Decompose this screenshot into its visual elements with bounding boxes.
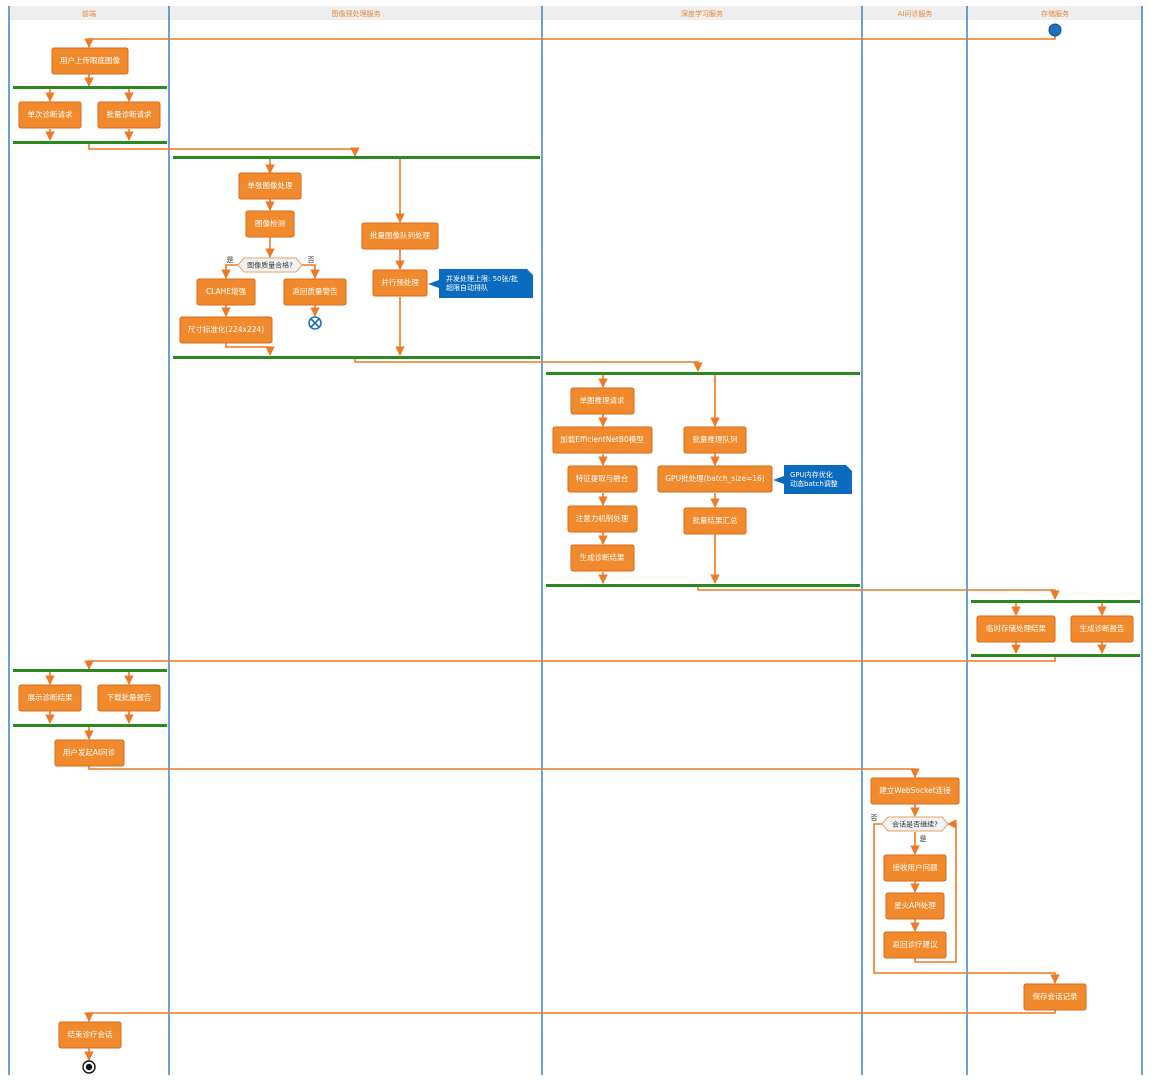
activity-resize[interactable]: 尺寸标准化(224x224) xyxy=(179,316,273,344)
svg-text:用户发起AI问诊: 用户发起AI问诊 xyxy=(63,747,116,757)
svg-text:会话是否继续?: 会话是否继续? xyxy=(892,820,938,829)
branch-label-no: 否 xyxy=(871,814,878,822)
activity-temp-store[interactable]: 临时存储处理结果 xyxy=(976,615,1056,643)
svg-text:批量推理队列: 批量推理队列 xyxy=(693,434,738,444)
decision-continue[interactable]: 会话是否继续? xyxy=(881,816,949,832)
activity-gen-result[interactable]: 生成诊断结果 xyxy=(570,544,635,572)
join-bar xyxy=(173,356,540,359)
svg-text:动态batch调整: 动态batch调整 xyxy=(790,479,838,488)
activity-gen-report[interactable]: 生成诊断报告 xyxy=(1070,615,1134,643)
lane-title-ai: AI问诊服务 xyxy=(898,9,933,18)
svg-text:GPU内存优化: GPU内存优化 xyxy=(790,470,833,479)
svg-text:结束诊疗会话: 结束诊疗会话 xyxy=(68,1029,113,1039)
activity-return-advice[interactable]: 返回诊疗建议 xyxy=(883,931,947,959)
activity-quality-warning[interactable]: 返回质量警告 xyxy=(283,278,347,306)
activity-parallel[interactable]: 并行预处理 xyxy=(372,269,428,297)
svg-text:生成诊断结果: 生成诊断结果 xyxy=(580,552,625,562)
svg-text:返回诊疗建议: 返回诊疗建议 xyxy=(893,939,938,949)
svg-text:接收用户问题: 接收用户问题 xyxy=(893,862,938,872)
fork-bar xyxy=(13,86,167,89)
branch-label-yes: 是 xyxy=(227,256,234,264)
flow-final-icon xyxy=(308,316,322,330)
end-node xyxy=(82,1060,96,1074)
activity-batch-request[interactable]: 批量诊断请求 xyxy=(97,101,161,129)
activity-clahe[interactable]: CLAHE增强 xyxy=(196,278,256,306)
activity-batch-infer-queue[interactable]: 批量推理队列 xyxy=(683,426,747,454)
svg-text:并发处理上限: 50张/批: 并发处理上限: 50张/批 xyxy=(446,274,518,283)
activity-single-request[interactable]: 单次诊断请求 xyxy=(18,101,82,129)
join-bar xyxy=(971,654,1140,657)
lane-title-preprocess: 图像预处理服务 xyxy=(332,9,381,18)
svg-text:CLAHE增强: CLAHE增强 xyxy=(206,286,247,296)
activity-batch-summary[interactable]: 批量结果汇总 xyxy=(683,507,747,535)
join-bar xyxy=(546,584,860,587)
activity-single-image[interactable]: 单张图像处理 xyxy=(238,172,302,200)
svg-text:临时存储处理结果: 临时存储处理结果 xyxy=(986,623,1046,633)
start-node xyxy=(1048,23,1062,37)
svg-text:保存会话记录: 保存会话记录 xyxy=(1033,991,1078,1001)
fork-bar xyxy=(971,600,1140,603)
activity-load-model[interactable]: 加载EfficientNetB0模型 xyxy=(552,426,653,454)
svg-text:返回质量警告: 返回质量警告 xyxy=(293,286,338,296)
activity-start-ai[interactable]: 用户发起AI问诊 xyxy=(54,739,125,767)
activity-gpu-batch[interactable]: GPU批处理(batch_size=16) xyxy=(657,465,773,493)
activity-spark-api[interactable]: 星火API处理 xyxy=(885,892,945,920)
lane-title-storage: 存储服务 xyxy=(1041,9,1069,18)
activity-upload[interactable]: 用户上传眼底图像 xyxy=(51,47,129,75)
svg-text:图像质量合格?: 图像质量合格? xyxy=(247,261,293,270)
svg-text:用户上传眼底图像: 用户上传眼底图像 xyxy=(60,55,120,65)
fork-bar xyxy=(173,156,540,159)
svg-text:图像检测: 图像检测 xyxy=(255,218,285,228)
fork-bar xyxy=(13,669,167,672)
activity-feature[interactable]: 特征提取与融合 xyxy=(567,465,638,493)
activity-attention[interactable]: 注意力机制处理 xyxy=(567,505,638,533)
svg-text:加载EfficientNetB0模型: 加载EfficientNetB0模型 xyxy=(560,434,644,444)
svg-text:单图推理请求: 单图推理请求 xyxy=(580,395,625,405)
branch-label-no: 否 xyxy=(308,256,315,264)
lane-title-dl: 深度学习服务 xyxy=(681,9,723,18)
svg-text:批量结果汇总: 批量结果汇总 xyxy=(693,515,738,525)
fork-bar xyxy=(546,372,860,375)
svg-text:建立WebSocket连接: 建立WebSocket连接 xyxy=(879,785,951,795)
svg-text:注意力机制处理: 注意力机制处理 xyxy=(576,513,629,523)
activity-quality-check[interactable]: 图像检测 xyxy=(245,210,295,238)
svg-text:特征提取与融合: 特征提取与融合 xyxy=(576,473,629,483)
decision-quality[interactable]: 图像质量合格? xyxy=(237,257,303,273)
svg-text:展示诊断结果: 展示诊断结果 xyxy=(28,692,73,702)
svg-text:并行预处理: 并行预处理 xyxy=(381,277,419,287)
activity-batch-queue[interactable]: 批量图像队列处理 xyxy=(361,222,439,250)
svg-text:GPU批处理(batch_size=16): GPU批处理(batch_size=16) xyxy=(665,473,765,483)
branch-label-yes: 是 xyxy=(920,835,927,843)
svg-text:批量图像队列处理: 批量图像队列处理 xyxy=(370,230,430,240)
svg-text:生成诊断报告: 生成诊断报告 xyxy=(1080,623,1125,633)
svg-text:超限自动排队: 超限自动排队 xyxy=(446,283,488,292)
lane-title-frontend: 前端 xyxy=(82,9,96,18)
activity-receive-question[interactable]: 接收用户问题 xyxy=(883,854,947,882)
join-bar xyxy=(13,141,167,144)
svg-text:尺寸标准化(224x224): 尺寸标准化(224x224) xyxy=(188,324,264,334)
svg-text:单次诊断请求: 单次诊断请求 xyxy=(28,109,73,119)
activity-show-result[interactable]: 展示诊断结果 xyxy=(18,684,82,712)
activity-download-report[interactable]: 下载批量报告 xyxy=(97,684,161,712)
svg-text:下载批量报告: 下载批量报告 xyxy=(107,692,152,702)
note-gpu: GPU内存优化 动态batch调整 xyxy=(773,465,852,494)
svg-text:单张图像处理: 单张图像处理 xyxy=(248,180,293,190)
svg-text:星火API处理: 星火API处理 xyxy=(894,900,936,910)
lane-header-strip xyxy=(9,6,1143,20)
activity-single-infer[interactable]: 单图推理请求 xyxy=(570,387,635,415)
svg-text:批量诊断请求: 批量诊断请求 xyxy=(107,109,152,119)
activity-save-session[interactable]: 保存会话记录 xyxy=(1023,983,1087,1011)
activity-end-session[interactable]: 结束诊疗会话 xyxy=(58,1021,122,1049)
join-bar xyxy=(13,724,167,727)
note-concurrency: 并发处理上限: 50张/批 超限自动排队 xyxy=(428,269,533,298)
activity-websocket[interactable]: 建立WebSocket连接 xyxy=(870,777,960,805)
